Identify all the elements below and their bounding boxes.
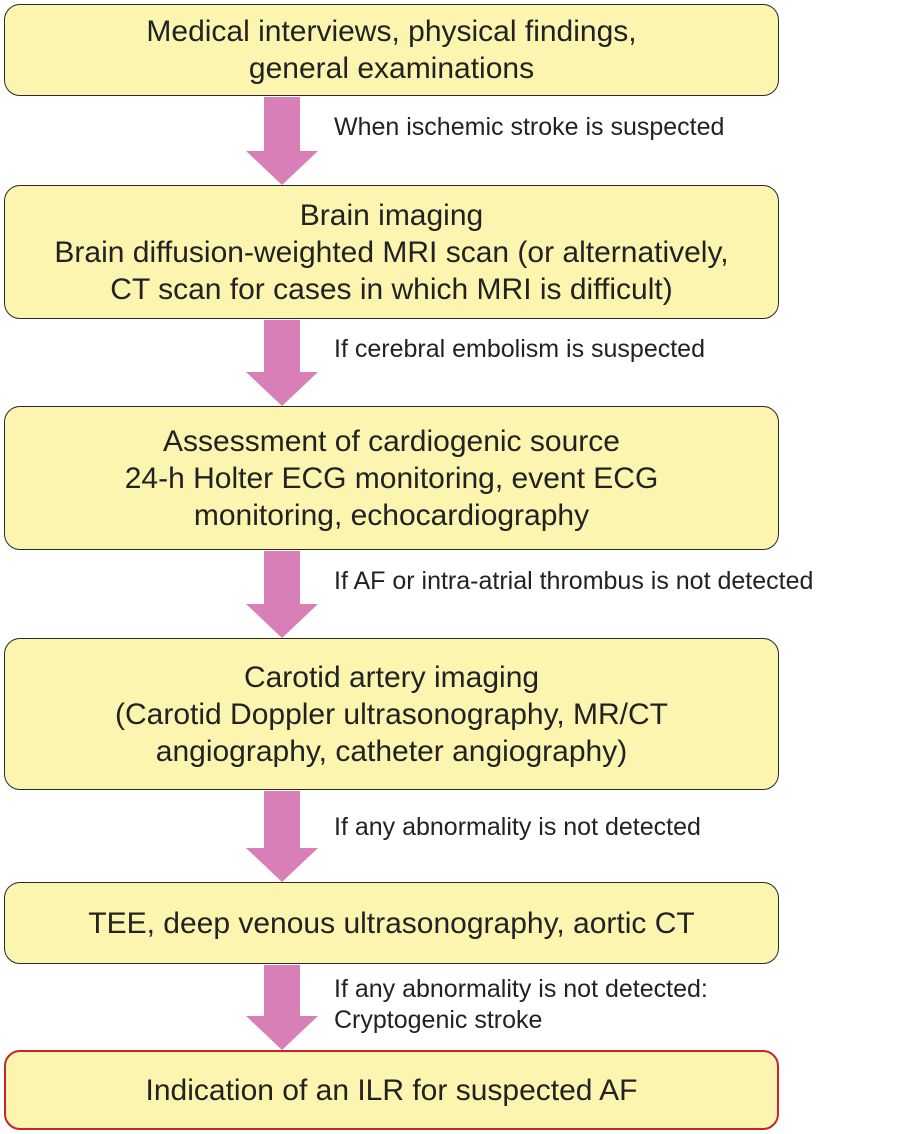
step-box-ilr-indication: Indication of an ILR for suspected AF [4,1050,779,1130]
step-text: CT scan for cases in which MRI is diffic… [110,272,673,306]
condition-label: If any abnormality is not detected [334,812,701,843]
step-text: Indication of an ILR for suspected AF [145,1073,638,1107]
condition-text: Cryptogenic stroke [334,1006,543,1034]
condition-text: When ischemic stroke is suspected [334,113,725,141]
step-title: Carotid artery imaging [243,660,540,694]
condition-text: If any abnormality is not detected [334,813,701,841]
down-arrow-icon [246,791,318,882]
condition-text: If AF or intra-atrial thrombus is not de… [334,567,814,595]
step-title: Assessment of cardiogenic source [163,424,620,458]
step-text: monitoring, echocardiography [193,498,590,532]
step-text: (Carotid Doppler ultrasonography, MR/CT [115,697,668,731]
down-arrow-icon [246,965,318,1053]
condition-label: If AF or intra-atrial thrombus is not de… [334,566,813,597]
step-text: Medical interviews, physical findings, [146,15,637,48]
condition-label: When ischemic stroke is suspected [334,112,724,143]
step-text: general examinations [248,52,535,85]
down-arrow-icon [246,551,318,639]
step-box-brain-imaging: Brain imaging Brain diffusion-weighted M… [4,185,779,319]
step-title: Brain imaging [299,198,484,232]
down-arrow-icon [246,97,318,185]
step-text: angiography, catheter angiography) [155,734,628,768]
condition-label: If cerebral embolism is suspected [334,334,705,365]
condition-text: If any abnormality is not detected: [334,975,708,1003]
step-box-carotid-imaging: Carotid artery imaging (Carotid Doppler … [4,638,779,790]
condition-text: If cerebral embolism is suspected [334,335,705,363]
step-box-initial-assessment: Medical interviews, physical findings, g… [4,4,779,96]
step-box-tee-ultrasonography: TEE, deep venous ultrasonography, aortic… [4,882,779,964]
down-arrow-icon [246,320,318,408]
step-box-cardiogenic-assessment: Assessment of cardiogenic source 24-h Ho… [4,406,779,550]
condition-label: If any abnormality is not detected: Cryp… [334,974,708,1036]
step-text: TEE, deep venous ultrasonography, aortic… [88,906,695,940]
step-text: 24-h Holter ECG monitoring, event ECG [124,461,659,495]
step-text: Brain diffusion-weighted MRI scan (or al… [54,235,729,269]
